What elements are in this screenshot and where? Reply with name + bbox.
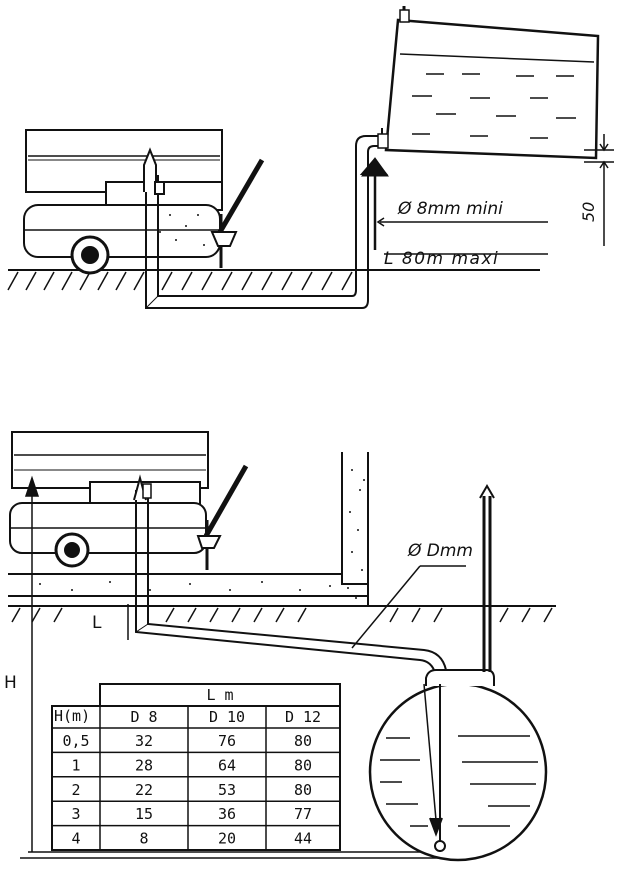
table-row-h-value: 1 — [71, 756, 80, 774]
table-cell: 8 — [139, 830, 148, 848]
bottom-height-symbol: H — [4, 673, 17, 693]
top-pipe-length-label: L 80m maxi — [384, 249, 499, 269]
table-header-frame — [99, 683, 341, 707]
bottom-heater — [9, 431, 249, 570]
bottom-flow-arrow — [133, 474, 152, 501]
bottom-pipe-diameter-label: Ø Dmm — [407, 541, 473, 561]
bottom-underground-tank — [368, 484, 548, 862]
table-cell: 22 — [135, 781, 153, 799]
table-row-h-value: 2 — [71, 781, 80, 799]
table-cell: 44 — [294, 830, 312, 848]
bottom-wall — [341, 452, 369, 606]
top-height-dimension — [584, 134, 614, 246]
table-cell: 76 — [218, 732, 236, 750]
top-flow-arrows — [143, 147, 389, 250]
table-cell: 32 — [135, 732, 153, 750]
table-cell: 28 — [135, 756, 153, 774]
table-cell: 15 — [135, 805, 153, 823]
bottom-diagram — [8, 431, 556, 862]
top-fuel-pipe — [145, 135, 386, 309]
top-label-leaders — [376, 217, 548, 255]
top-diagram — [7, 6, 614, 309]
table-row-header: H(m) — [54, 707, 90, 725]
table-column-header: D 8 — [130, 708, 157, 726]
bottom-height-dimension — [20, 475, 440, 859]
table-cell: 20 — [218, 830, 236, 848]
top-pipe-diameter-label: Ø 8mm mini — [397, 199, 503, 219]
table-cell: 80 — [294, 756, 312, 774]
top-heater — [23, 129, 265, 275]
table-column-header: D 10 — [209, 708, 245, 726]
table-column-header: D 12 — [285, 708, 321, 726]
top-fuel-tank — [377, 6, 600, 160]
top-height-label: 50 — [579, 202, 598, 222]
table-cell: 53 — [218, 781, 236, 799]
table-cell: 77 — [294, 805, 312, 823]
table-row-h-value: 3 — [71, 805, 80, 823]
bottom-diameter-leader — [351, 565, 466, 649]
bottom-floor-slab — [8, 573, 556, 623]
table-row-h-value: 4 — [71, 830, 80, 848]
table-cell: 64 — [218, 756, 236, 774]
table-cell: 80 — [294, 732, 312, 750]
table-group-header: L m — [206, 686, 233, 704]
bottom-length-symbol: L — [92, 613, 102, 633]
table-cell: 36 — [218, 805, 236, 823]
table-cell: 80 — [294, 781, 312, 799]
table-row-h-value: 0,5 — [62, 732, 89, 750]
